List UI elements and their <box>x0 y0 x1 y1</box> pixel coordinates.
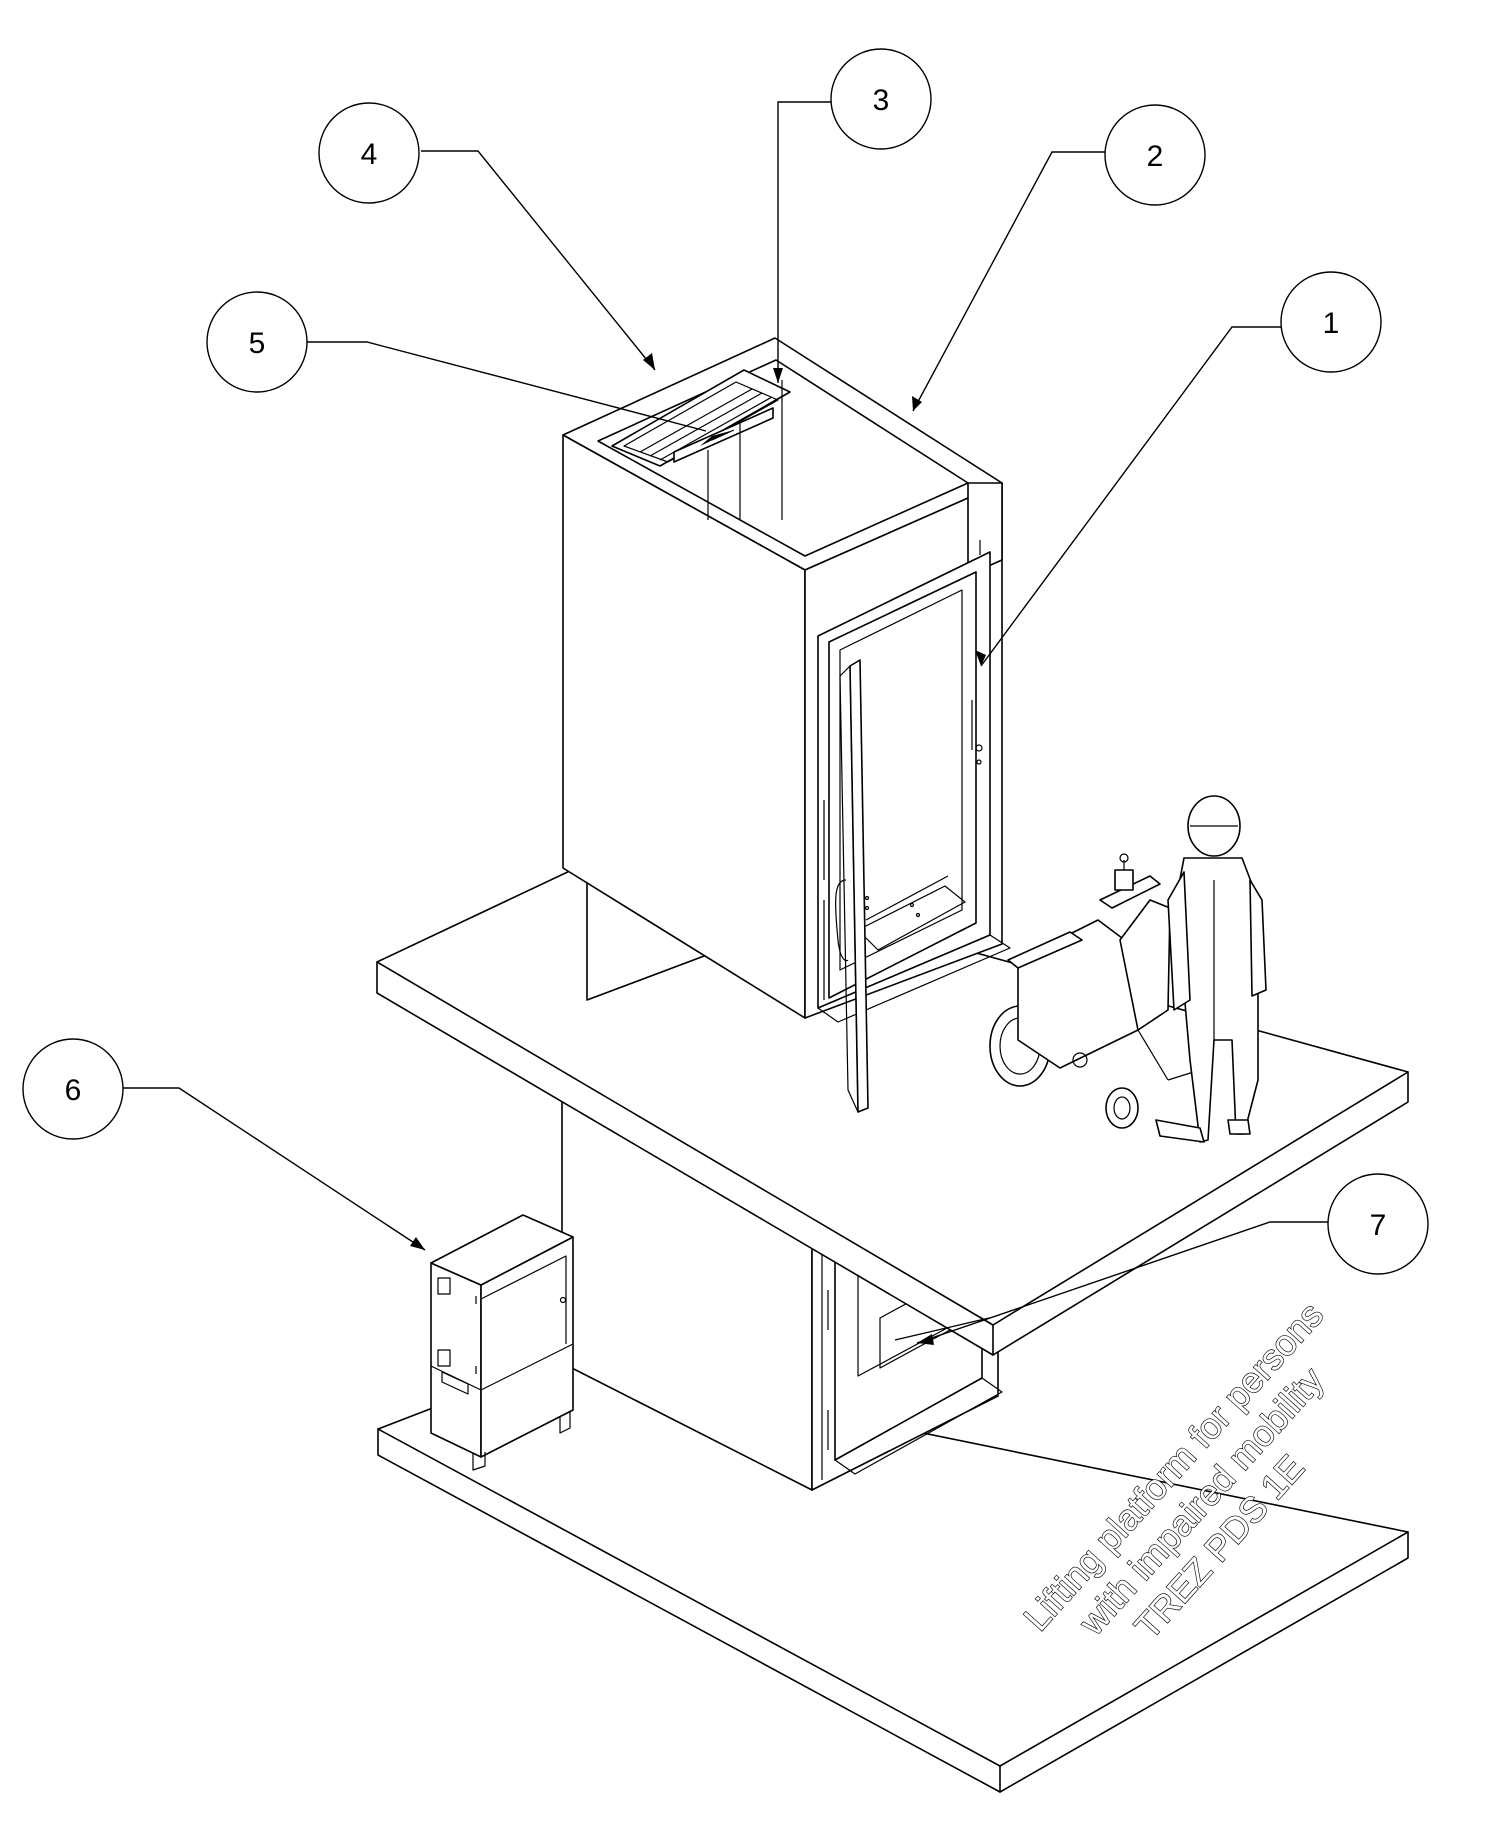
callout-5: 5 <box>206 291 308 393</box>
callout-4: 4 <box>318 102 420 204</box>
cabin-door <box>817 551 1011 1113</box>
callout-number: 6 <box>65 1074 82 1107</box>
callout-number: 4 <box>361 138 378 171</box>
control-cabinet <box>430 1214 574 1471</box>
callout-6: 6 <box>22 1038 124 1140</box>
callout-number: 1 <box>1323 307 1340 340</box>
callout-1: 1 <box>1280 271 1382 373</box>
human-figure <box>1155 795 1267 1143</box>
callout-3: 3 <box>830 48 932 150</box>
leader-lines <box>123 101 1328 1345</box>
callout-number: 3 <box>873 84 890 117</box>
callout-number: 5 <box>249 327 266 360</box>
callout-2: 2 <box>1104 104 1206 206</box>
callout-number: 7 <box>1370 1209 1387 1242</box>
wheelchair <box>989 853 1201 1129</box>
drive-unit <box>611 369 791 520</box>
callout-number: 2 <box>1147 140 1164 173</box>
callout-7: 7 <box>1327 1173 1429 1275</box>
